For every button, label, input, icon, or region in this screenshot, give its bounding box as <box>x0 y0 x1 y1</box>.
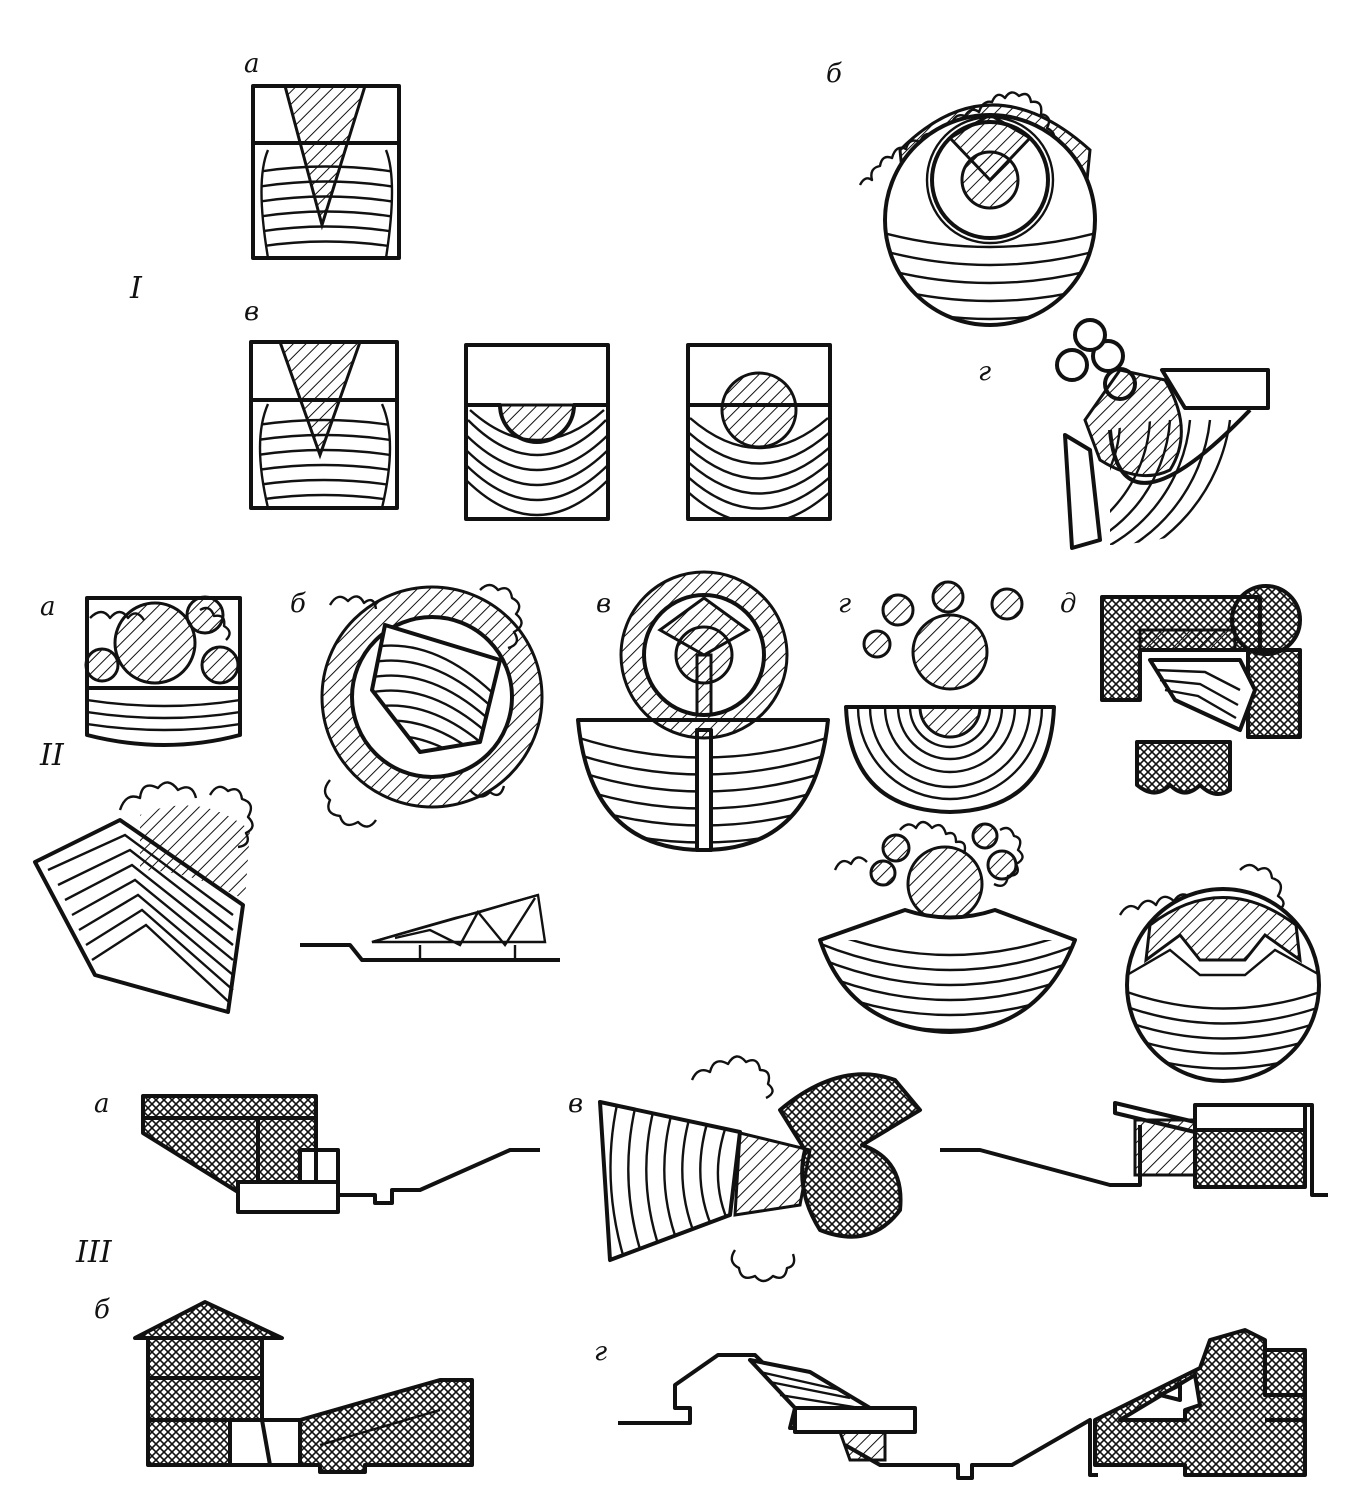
panel-III-b: б <box>94 1295 474 1474</box>
panel-label-II-b: б <box>290 589 306 619</box>
panel-label-II-a: а <box>40 592 56 622</box>
panel-label-I-a: а <box>244 49 260 79</box>
group-label-3: III <box>75 1235 113 1270</box>
panel-label-I-b: б <box>826 59 842 89</box>
panel-III-a: а <box>94 1089 540 1214</box>
panel-III-g: г <box>594 1328 1307 1480</box>
panel-II-a-bent-block <box>33 781 254 1014</box>
panel-II-b: б <box>290 583 544 828</box>
panel-label-II-v: в <box>596 589 611 619</box>
panel-label-III-b: б <box>94 1295 110 1325</box>
panel-label-II-g: г <box>838 589 851 619</box>
panel-II-g: г <box>838 580 1056 814</box>
panel-I-v: в <box>244 297 832 521</box>
panel-I-b: б <box>826 59 1097 327</box>
panel-label-II-d: д <box>1060 589 1076 619</box>
panel-II-d: д <box>1060 584 1302 796</box>
panel-label-III-g: г <box>594 1337 607 1367</box>
panel-label-I-g: г <box>978 357 991 387</box>
panel-II-a: а <box>40 592 242 747</box>
panel-III-v: в <box>568 1055 922 1283</box>
panel-I-g: г <box>978 318 1270 550</box>
panel-II-section <box>300 893 560 962</box>
panel-I-a: а <box>244 49 401 260</box>
panel-label-III-a: а <box>94 1089 110 1119</box>
panel-label-III-v: в <box>568 1089 583 1119</box>
panel-II-d-lower <box>1118 863 1321 1083</box>
panel-label-I-v: в <box>244 297 259 327</box>
group-label-2: II <box>39 738 65 773</box>
panel-III-v-section <box>940 1101 1328 1197</box>
panel-II-g-lower <box>818 820 1077 1034</box>
panel-II-v: в <box>576 570 830 852</box>
group-label-1: I <box>129 271 143 306</box>
